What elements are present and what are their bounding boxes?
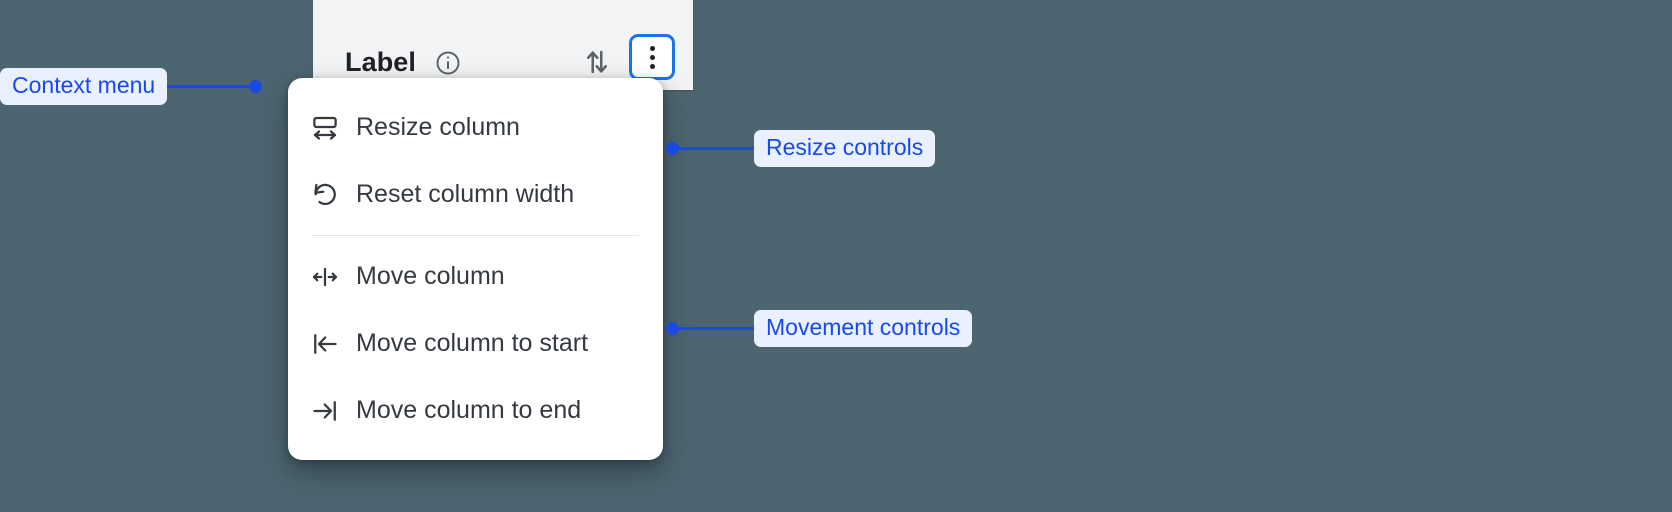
menu-item-resize-column[interactable]: Resize column xyxy=(288,94,663,161)
page-title: Label xyxy=(345,47,417,77)
menu-item-label: Move column to end xyxy=(356,396,582,424)
annotation-anchor-dot xyxy=(249,80,263,93)
more-vertical-icon-dot-2 xyxy=(649,54,655,60)
annotation-movement-controls: Movement controls xyxy=(666,310,973,347)
sort-arrows-icon[interactable] xyxy=(579,44,615,80)
menu-item-label: Move column to start xyxy=(356,329,589,357)
annotation-label: Context menu xyxy=(0,68,168,105)
menu-item-move-column-to-end[interactable]: Move column to end xyxy=(288,377,663,444)
more-vertical-icon-dot-3 xyxy=(649,63,655,69)
column-header-panel: Label xyxy=(313,0,693,90)
annotation-context-menu: Context menu xyxy=(0,68,263,105)
menu-divider xyxy=(312,235,639,236)
context-menu: Resize column Reset column width xyxy=(288,78,663,460)
menu-item-move-column-to-start[interactable]: Move column to start xyxy=(288,310,663,377)
annotation-anchor-dot xyxy=(666,322,679,335)
annotation-leader-line xyxy=(167,85,250,88)
menu-item-label: Move column xyxy=(356,262,505,290)
column-menu-button[interactable] xyxy=(629,34,675,80)
resize-column-icon xyxy=(308,111,342,145)
menu-item-label: Resize column xyxy=(356,113,520,141)
menu-item-move-column[interactable]: Move column xyxy=(288,243,663,310)
menu-item-reset-column-width[interactable]: Reset column width xyxy=(288,161,663,228)
annotation-anchor-dot xyxy=(666,142,679,155)
annotation-resize-controls: Resize controls xyxy=(666,130,936,167)
more-vertical-icon-dot-1 xyxy=(649,45,655,51)
annotation-leader-line xyxy=(679,327,754,330)
annotation-label: Resize controls xyxy=(754,130,936,167)
move-column-icon xyxy=(308,260,342,294)
reset-width-icon xyxy=(308,178,342,212)
annotation-leader-line xyxy=(679,147,754,150)
menu-item-label: Reset column width xyxy=(356,180,575,208)
move-to-end-icon xyxy=(308,394,342,428)
info-circle-icon[interactable] xyxy=(433,48,463,80)
move-to-start-icon xyxy=(308,327,342,361)
annotation-label: Movement controls xyxy=(754,310,973,347)
